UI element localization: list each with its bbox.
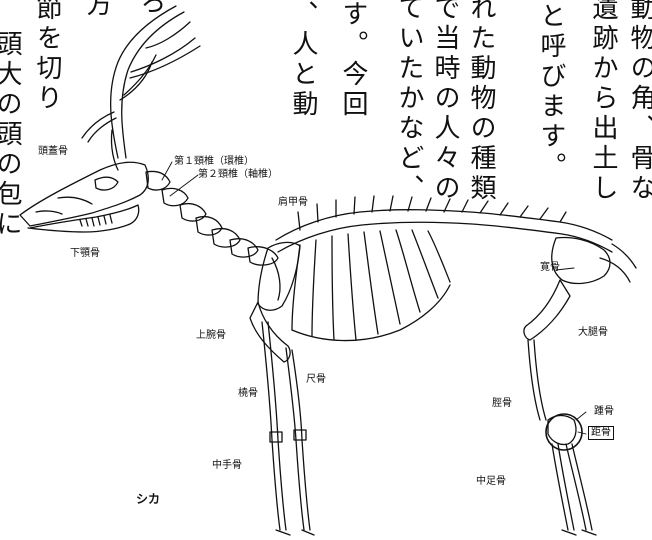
figure-caption: シカ: [136, 492, 161, 506]
text-column-6: ていたかなど、: [394, 0, 424, 204]
label-talus: 距骨: [588, 426, 614, 440]
text-column-3: と呼びます。: [536, 2, 566, 182]
text-column-11: 節を切り: [32, 0, 62, 114]
text-column-10: 方: [82, 0, 112, 20]
label-leader-lines: [161, 161, 587, 435]
text-column-8: ち、人と動: [288, 0, 318, 120]
label-skull: 頭蓋骨: [38, 146, 68, 157]
text-column-1: 動物の角、骨な: [626, 0, 652, 204]
scapula: [257, 241, 301, 311]
text-column-5: で当時の人々の: [430, 0, 460, 204]
label-atlas: 第１頸椎（環椎）: [174, 156, 254, 167]
neck-vertebrae: [145, 170, 279, 266]
label-calcaneus: 踵骨: [594, 406, 614, 417]
antlers: [81, 5, 201, 171]
tail: [611, 243, 637, 269]
label-ulna: 尺骨: [306, 374, 326, 385]
label-scapula: 肩甲骨: [278, 197, 308, 208]
text-column-9: ろ: [136, 0, 166, 18]
label-mandible: 下顎骨: [70, 248, 100, 259]
text-column-2: 遺跡から出土し: [588, 0, 618, 204]
label-metacarpal: 中手骨: [212, 460, 242, 471]
pelvis: [551, 236, 631, 285]
label-femur: 大腿骨: [578, 327, 608, 338]
text-column-4: れた動物の種類: [466, 0, 496, 204]
hind-leg: [523, 279, 597, 536]
mandible: [27, 204, 140, 233]
label-radius: 橈骨: [238, 388, 258, 399]
text-column-7: です。今回: [338, 0, 368, 120]
spine: [275, 195, 613, 253]
front-leg: [249, 301, 315, 536]
rib-cage: [291, 229, 451, 342]
label-axis: 第２頸椎（軸椎）: [198, 169, 278, 180]
label-humerus: 上腕骨: [196, 330, 226, 341]
label-pelvis: 寛骨: [540, 262, 560, 273]
label-tibia: 脛骨: [492, 398, 512, 409]
tarsal-highlight-circle: [545, 413, 583, 451]
text-column-12: 頭大の頭の包に: [0, 30, 22, 240]
skull: [19, 161, 149, 227]
label-metatarsal: 中足骨: [476, 476, 506, 487]
